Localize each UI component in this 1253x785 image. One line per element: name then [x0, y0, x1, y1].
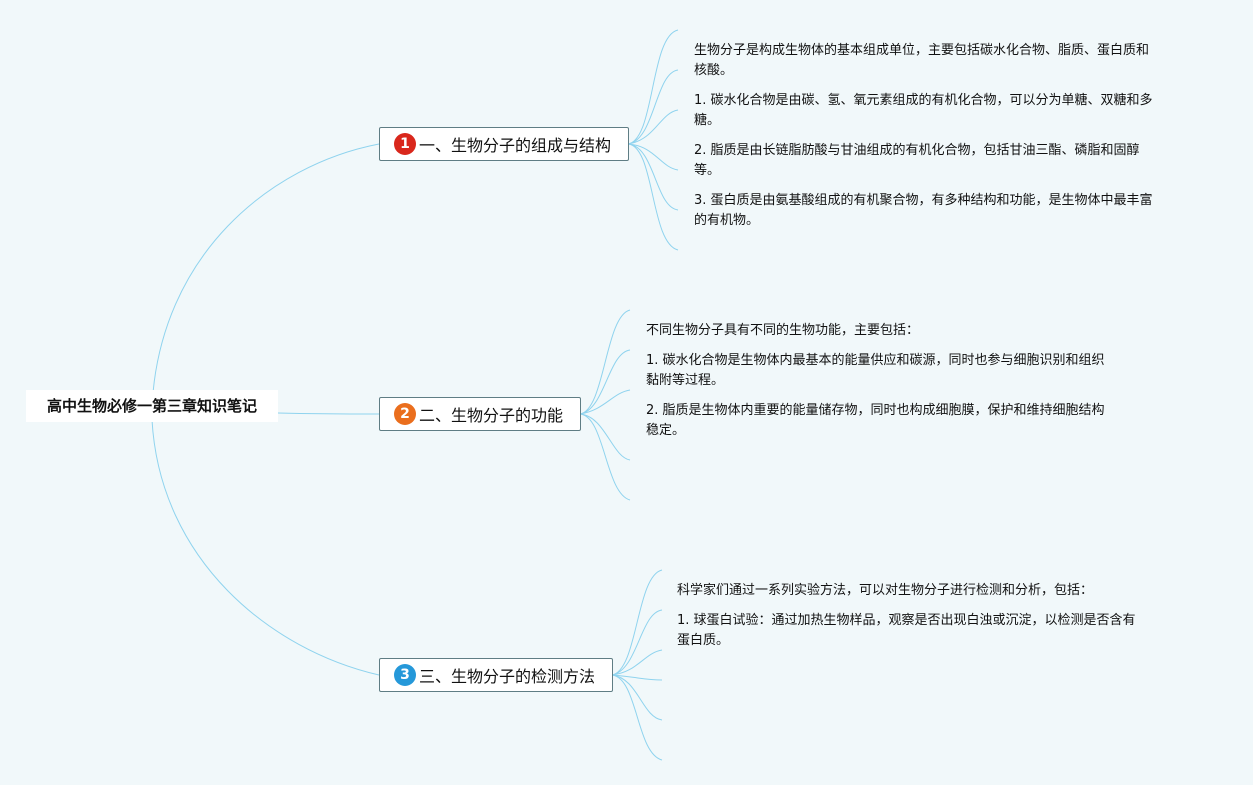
fan-1-b — [627, 69, 679, 145]
branch-title: 三、生物分子的检测方法 — [419, 667, 596, 686]
leaf-line: 的有机物。 — [694, 213, 760, 228]
fan-1-e — [627, 143, 679, 211]
root-topic[interactable]: 高中生物必修一第三章知识笔记 — [26, 390, 278, 422]
leaf-line: 糖。 — [694, 113, 721, 128]
leaf-line: 蛋白质。 — [677, 633, 730, 648]
leaf-node[interactable]: 2. 脂质是生物体内重要的能量储存物，同时也构成细胞膜，保护和维持细胞结构 稳定… — [646, 401, 1105, 441]
leaf-node[interactable]: 1. 球蛋白试验：通过加热生物样品，观察是否出现白浊或沉淀，以检测是否含有 蛋白… — [677, 611, 1136, 651]
leaf-line: 不同生物分子具有不同的生物功能，主要包括： — [646, 323, 920, 338]
root-link-3 — [151, 419, 380, 676]
leaf-line: 稳定。 — [646, 423, 686, 438]
branch-topic-composition[interactable]: 1 一、生物分子的组成与结构 — [379, 127, 629, 161]
leaf-line: 1. 碳水化合物是由碳、氢、氧元素组成的有机化合物，可以分为单糖、双糖和多 — [694, 93, 1153, 108]
fan-2-e — [579, 413, 631, 501]
branch-title: 一、生物分子的组成与结构 — [419, 136, 612, 155]
leaf-line: 1. 球蛋白试验：通过加热生物样品，观察是否出现白浊或沉淀，以检测是否含有 — [677, 613, 1136, 628]
leaf-line: 1. 碳水化合物是生物体内最基本的能量供应和碳源，同时也参与细胞识别和组织 — [646, 353, 1105, 368]
fan-1-a — [627, 29, 679, 145]
fan-3-d — [611, 674, 663, 681]
leaf-node[interactable]: 2. 脂质是由长链脂肪酸与甘油组成的有机化合物，包括甘油三酯、磷脂和固醇 等。 — [694, 141, 1140, 181]
root-link-2 — [277, 412, 380, 415]
leaf-node[interactable]: 3. 蛋白质是由氨基酸组成的有机聚合物，有多种结构和功能，是生物体中最丰富 的有… — [694, 191, 1153, 231]
number-3-badge-icon: 3 — [394, 664, 416, 686]
leaf-line: 等。 — [694, 163, 721, 178]
fan-2-d — [579, 413, 631, 461]
number-2-badge-icon: 2 — [394, 403, 416, 425]
branch-title: 二、生物分子的功能 — [419, 406, 564, 425]
leaf-node[interactable]: 不同生物分子具有不同的生物功能，主要包括： — [646, 321, 919, 341]
leaf-node[interactable]: 生物分子是构成生物体的基本组成单位，主要包括碳水化合物、脂质、蛋白质和 核酸。 — [694, 41, 1149, 81]
leaf-line: 生物分子是构成生物体的基本组成单位，主要包括碳水化合物、脂质、蛋白质和 — [694, 43, 1150, 58]
leaf-line: 黏附等过程。 — [646, 373, 725, 388]
fan-3-a — [611, 569, 663, 676]
fan-1-d — [627, 143, 679, 171]
fan-2-a — [579, 309, 631, 415]
branch-topic-detection[interactable]: 3 三、生物分子的检测方法 — [379, 658, 613, 692]
fan-2-b — [579, 349, 631, 415]
fan-3-c — [611, 649, 663, 676]
leaf-line: 科学家们通过一系列实验方法，可以对生物分子进行检测和分析，包括： — [677, 583, 1094, 598]
fan-1-c — [627, 109, 679, 145]
leaf-line: 2. 脂质是生物体内重要的能量储存物，同时也构成细胞膜，保护和维持细胞结构 — [646, 403, 1105, 418]
leaf-node[interactable]: 1. 碳水化合物是生物体内最基本的能量供应和碳源，同时也参与细胞识别和组织 黏附… — [646, 351, 1105, 391]
leaf-node[interactable]: 科学家们通过一系列实验方法，可以对生物分子进行检测和分析，包括： — [677, 581, 1093, 601]
root-link-1 — [151, 143, 380, 407]
leaf-line: 3. 蛋白质是由氨基酸组成的有机聚合物，有多种结构和功能，是生物体中最丰富 — [694, 193, 1153, 208]
leaf-node[interactable]: 1. 碳水化合物是由碳、氢、氧元素组成的有机化合物，可以分为单糖、双糖和多 糖。 — [694, 91, 1153, 131]
leaf-line: 2. 脂质是由长链脂肪酸与甘油组成的有机化合物，包括甘油三酯、磷脂和固醇 — [694, 143, 1140, 158]
fan-3-b — [611, 609, 663, 676]
leaf-line: 核酸。 — [694, 63, 734, 78]
number-1-badge-icon: 1 — [394, 133, 416, 155]
fan-1-f — [627, 143, 679, 251]
fan-2-c — [579, 389, 631, 415]
fan-3-e — [611, 674, 663, 721]
fan-3-f — [611, 674, 663, 761]
branch-topic-function[interactable]: 2 二、生物分子的功能 — [379, 397, 581, 431]
